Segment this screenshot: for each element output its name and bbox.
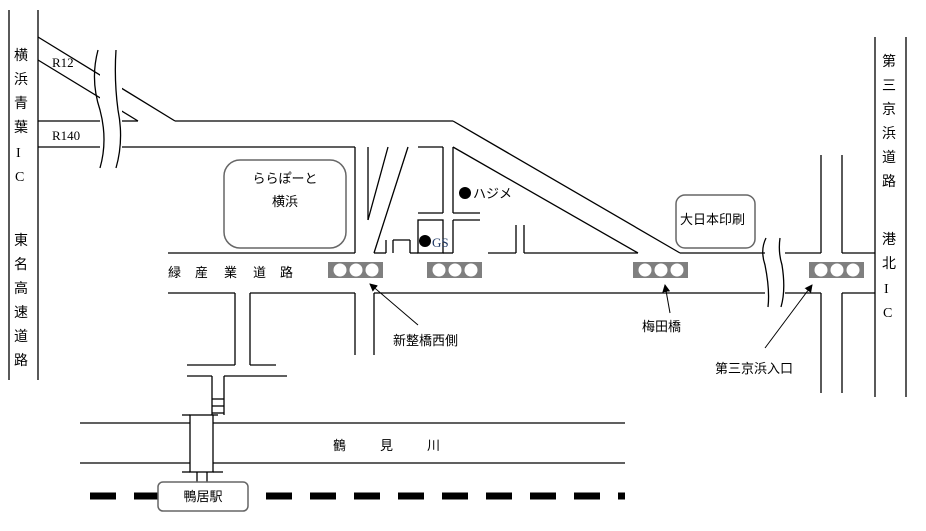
svg-text:R12: R12 bbox=[52, 55, 74, 70]
svg-text:新整橋西側: 新整橋西側 bbox=[393, 333, 458, 349]
svg-text:第三京浜入口: 第三京浜入口 bbox=[715, 362, 793, 377]
svg-text:浜: 浜 bbox=[882, 126, 896, 142]
svg-text:見: 見 bbox=[380, 439, 393, 454]
svg-text:I: I bbox=[884, 282, 889, 297]
lalaport-yokohama: ららぽーと 横浜 bbox=[223, 159, 347, 249]
gs-marker: GS bbox=[419, 235, 449, 250]
svg-text:三: 三 bbox=[882, 78, 896, 94]
midori-sangyo-road: 緑 産 業 道 路 bbox=[168, 237, 875, 310]
svg-text:港: 港 bbox=[882, 232, 896, 248]
traffic-light-icon bbox=[328, 262, 383, 278]
kamoi-station: 鴨居駅 bbox=[157, 481, 249, 512]
traffic-light-icon bbox=[427, 262, 482, 278]
svg-text:名: 名 bbox=[14, 257, 28, 273]
svg-text:鶴: 鶴 bbox=[333, 438, 346, 454]
svg-text:GS: GS bbox=[432, 235, 449, 250]
route-140: R140 bbox=[38, 120, 681, 254]
svg-text:I: I bbox=[16, 146, 21, 161]
svg-text:梅田橋: 梅田橋 bbox=[642, 320, 681, 335]
tomei-expressway bbox=[8, 10, 39, 380]
svg-text:北: 北 bbox=[882, 256, 896, 272]
svg-text:ららぽーと: ららぽーと bbox=[252, 172, 317, 187]
svg-text:道: 道 bbox=[14, 329, 28, 345]
tsurumi-river: 鶴 見 川 bbox=[80, 422, 625, 464]
svg-text:川: 川 bbox=[427, 439, 440, 454]
arrow-icon bbox=[764, 284, 813, 349]
svg-text:緑: 緑 bbox=[168, 266, 181, 281]
tomei-label: 東 名 高 速 道 路 bbox=[14, 233, 28, 369]
svg-text:大日本印刷: 大日本印刷 bbox=[680, 213, 745, 228]
traffic-light-icon bbox=[809, 262, 864, 278]
yokohama-aoba-ic-label: 横 浜 青 葉 I C bbox=[14, 48, 28, 185]
svg-text:京: 京 bbox=[882, 102, 896, 118]
bridge bbox=[182, 414, 223, 482]
svg-text:産: 産 bbox=[195, 265, 208, 281]
svg-text:ハジメ: ハジメ bbox=[473, 187, 512, 202]
traffic-signals bbox=[328, 262, 864, 278]
svg-text:高: 高 bbox=[14, 280, 28, 297]
svg-text:路: 路 bbox=[14, 353, 28, 369]
svg-text:横浜: 横浜 bbox=[272, 195, 298, 210]
location-dot-icon bbox=[459, 187, 471, 199]
traffic-light-icon bbox=[633, 262, 688, 278]
svg-text:浜: 浜 bbox=[14, 72, 28, 88]
svg-text:東: 東 bbox=[14, 233, 28, 249]
svg-text:C: C bbox=[883, 306, 892, 321]
hajime-marker: ハジメ bbox=[459, 187, 512, 202]
side-streets bbox=[187, 146, 843, 415]
svg-text:葉: 葉 bbox=[14, 120, 28, 136]
arrow-icon bbox=[369, 283, 419, 326]
svg-text:道: 道 bbox=[882, 150, 896, 166]
svg-text:道: 道 bbox=[253, 266, 266, 281]
svg-text:速: 速 bbox=[14, 305, 28, 321]
svg-text:業: 業 bbox=[224, 265, 237, 281]
daisan-keihin-expressway: 第 三 京 浜 道 路 港 北 I C bbox=[874, 37, 907, 397]
signal-labels: 新整橋西側 梅田橋 第三京浜入口 bbox=[369, 283, 813, 377]
svg-text:横: 横 bbox=[14, 48, 28, 64]
svg-text:路: 路 bbox=[280, 265, 293, 281]
svg-text:青: 青 bbox=[14, 96, 28, 112]
svg-text:第: 第 bbox=[882, 53, 896, 70]
svg-text:路: 路 bbox=[882, 174, 896, 190]
dainippon-printing: 大日本印刷 bbox=[675, 194, 756, 249]
location-dot-icon bbox=[419, 235, 431, 247]
svg-text:R140: R140 bbox=[52, 128, 80, 143]
road-break-mark bbox=[93, 49, 122, 170]
svg-text:C: C bbox=[15, 170, 24, 185]
svg-text:鴨居駅: 鴨居駅 bbox=[183, 490, 222, 505]
arrow-icon bbox=[662, 284, 671, 314]
